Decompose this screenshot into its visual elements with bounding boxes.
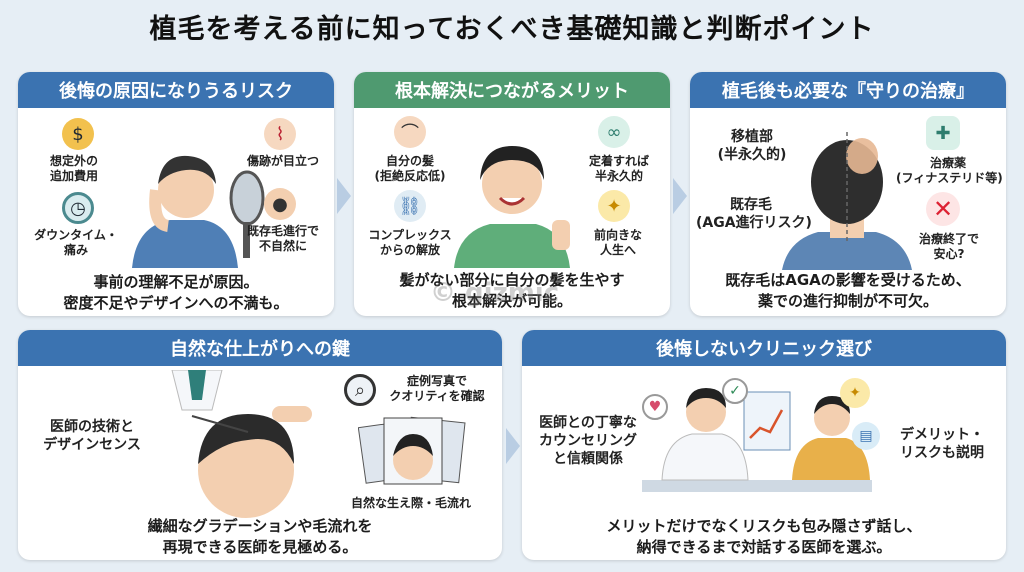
- card-protective-treatment: 植毛後も必要な『守りの治療』 ✚ ✕ 移植部 (半永久的) 既存毛 (AGA進行…: [690, 72, 1006, 316]
- smiling-man-illustration: [454, 146, 570, 268]
- label-treatment-end: 治療終了で 安心?: [918, 232, 979, 261]
- card-protective-caption: 既存毛はAGAの影響を受けるため、 薬での進行抑制が不可欠。: [725, 271, 971, 310]
- cross-icon: ✕: [926, 192, 960, 226]
- label-case-photos: 症例写真で クオリティを確認: [389, 374, 485, 403]
- chain-icon: ⛓: [394, 190, 426, 222]
- label-counseling: 医師との丁寧な カウンセリング と信頼関係: [539, 415, 637, 467]
- merit-label-positive: 前向きな 人生へ: [593, 228, 642, 257]
- card-merits-heading: 根本解決につながるメリット: [354, 72, 670, 108]
- card-merits-caption: 髪がない部分に自分の髪を生やす 根本解決が可能。: [399, 271, 625, 310]
- merit-label-permanent: 定着すれば 半永久的: [588, 154, 649, 183]
- label-doctor-skill: 医師の技術と デザインセンス: [43, 419, 141, 453]
- lightbulb-icon: ✦: [840, 378, 870, 408]
- risk-label-scar: 傷跡が目立つ: [246, 154, 319, 168]
- consultation-illustration: [642, 388, 872, 492]
- chat-icon: ▤: [852, 422, 880, 450]
- money-bag-icon: $: [62, 118, 94, 150]
- hair-follicle-icon: ⌒: [394, 116, 426, 148]
- label-medication: 治療薬 (フィナステリド等): [896, 156, 1003, 185]
- card-risks-heading: 後悔の原因になりうるリスク: [18, 72, 334, 108]
- card-clinic-heading: 後悔しないクリニック選び: [522, 330, 1006, 366]
- card-merits: 根本解決につながるメリット ⌒ ⛓ ∞ ✦ 自分の髪 (拒絶反応低) コンプレッ…: [354, 72, 670, 316]
- hair-icon: ●: [264, 188, 296, 220]
- card-natural-finish: 自然な仕上がりへの鍵 ⌕ 医師の技術と デザインセンス 症例写真で クオリティを…: [18, 330, 502, 560]
- magnifier-icon: ⌕: [344, 374, 376, 406]
- heart-icon: ♥: [642, 394, 668, 420]
- shield-medicine-icon: ✚: [926, 116, 960, 150]
- watermark: © gizmic: [430, 278, 560, 308]
- label-existing-hair: 既存毛 (AGA進行リスク): [696, 197, 812, 231]
- case-photos-icon: [358, 416, 466, 485]
- lightbulb-icon: ✦: [598, 190, 630, 222]
- label-explain-risks: デメリット・ リスクも説明: [900, 427, 984, 461]
- check-icon: ✓: [722, 378, 748, 404]
- risk-label-downtime: ダウンタイム・ 痛み: [34, 228, 118, 257]
- card-risks: 後悔の原因になりうるリスク $ ◷ ⌇ ● 想定外の 追加費用 ダウンタイム・ …: [18, 72, 334, 316]
- scar-icon: ⌇: [264, 118, 296, 150]
- merit-label-own-hair: 自分の髪 (拒絶反応低): [374, 154, 446, 183]
- doctor-designing-hairline-illustration: [171, 370, 312, 518]
- arrow-2-icon: [673, 178, 687, 214]
- card-risks-caption: 事前の理解不足が原因。 密度不足やデザインへの不満も。: [63, 273, 289, 312]
- merit-label-complex: コンプレックス からの解放: [368, 228, 452, 257]
- card-clinic-caption: メリットだけでなくリスクも包み隠さず話し、 納得できるまで対話する医師を選ぶ。: [606, 517, 922, 556]
- worried-man-illustration: [132, 155, 265, 268]
- stopwatch-icon: ◷: [62, 192, 94, 224]
- page-title: 植毛を考える前に知っておくべき基礎知識と判断ポイント: [149, 13, 875, 45]
- label-natural-hairline: 自然な生え際・毛流れ: [350, 496, 471, 510]
- risk-label-progression: 既存毛進行で 不自然に: [246, 224, 319, 253]
- card-natural-heading: 自然な仕上がりへの鍵: [18, 330, 502, 366]
- label-transplanted-area: 移植部 (半永久的): [717, 129, 787, 163]
- card-protective-heading: 植毛後も必要な『守りの治療』: [690, 72, 1006, 108]
- arrow-3-icon: [506, 428, 520, 464]
- card-clinic-choice: 後悔しないクリニック選び ♥ ✓ ✦ ▤ 医師との丁寧な カウンセリング と信頼…: [522, 330, 1006, 560]
- arrow-1-icon: [337, 178, 351, 214]
- back-of-head-illustration: [782, 132, 912, 270]
- risk-label-cost: 想定外の 追加費用: [49, 154, 98, 183]
- card-natural-caption: 繊細なグラデーションや毛流れを 再現できる医師を見極める。: [147, 517, 373, 556]
- infinity-icon: ∞: [598, 116, 630, 148]
